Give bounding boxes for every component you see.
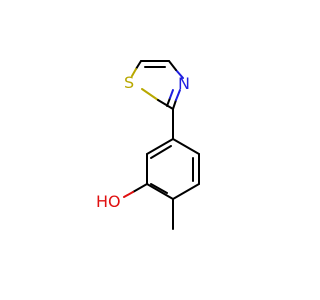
bond <box>146 183 174 200</box>
background <box>0 0 300 300</box>
bond <box>131 68 137 77</box>
molecule-structure-diagram: S N HO <box>0 0 300 300</box>
hydroxyl-bond-o <box>123 191 134 198</box>
bond <box>146 138 174 155</box>
bond <box>141 88 159 101</box>
benzene-ring <box>146 138 200 200</box>
sulfur-atom-label: S <box>124 73 134 92</box>
bond <box>172 183 200 200</box>
nitrogen-atom-label: N <box>178 74 190 93</box>
bond <box>175 69 184 79</box>
bond <box>150 145 172 159</box>
bond <box>172 99 177 110</box>
bond <box>135 60 142 70</box>
bond <box>169 89 174 99</box>
bond <box>168 60 177 71</box>
thiazole-ring <box>131 60 184 110</box>
bond <box>157 99 174 110</box>
bond <box>150 183 168 194</box>
hydroxyl-bond <box>132 183 148 193</box>
bond <box>172 138 200 155</box>
hydroxyl-atom-label: HO <box>96 192 121 211</box>
bond <box>175 89 181 101</box>
